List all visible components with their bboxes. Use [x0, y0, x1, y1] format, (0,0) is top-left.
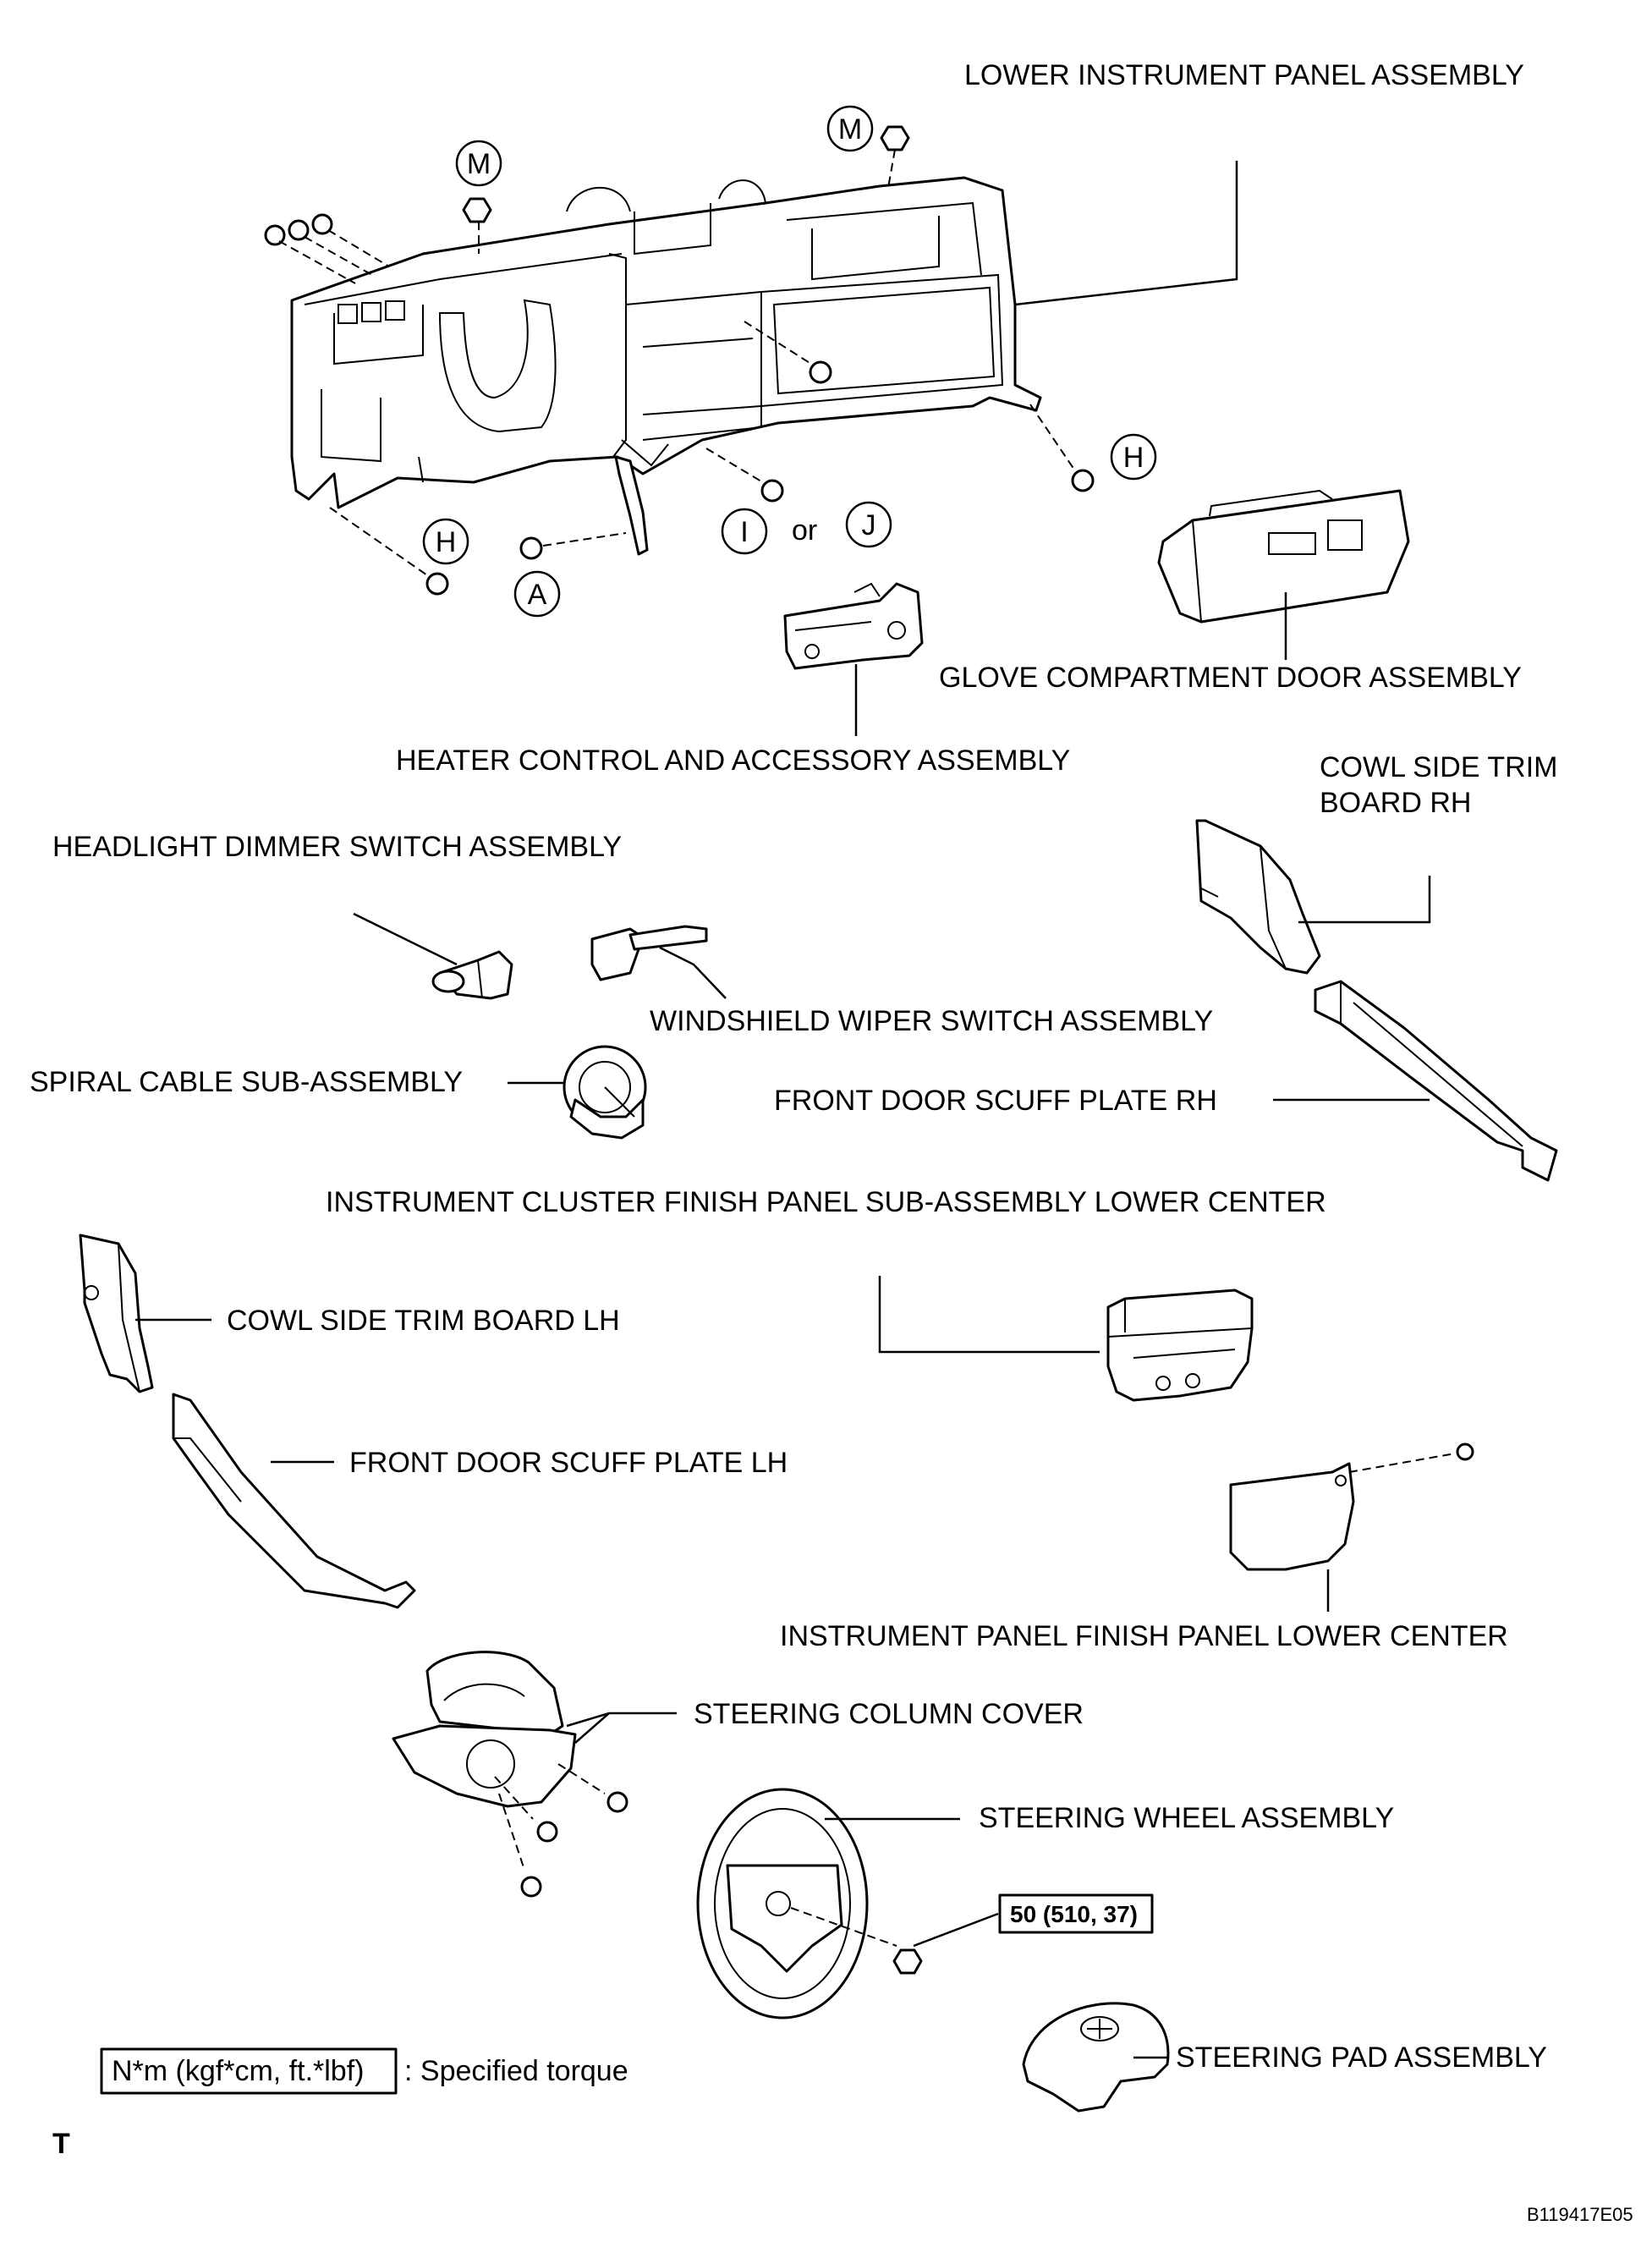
screw-column-cover-3-icon	[520, 1876, 542, 1898]
bolt-center-upper-icon	[809, 360, 832, 384]
or-text: or	[792, 514, 817, 547]
fastener-mark-h-left	[422, 518, 469, 565]
nut-m-left-icon	[462, 197, 492, 223]
fastener-mark-h-right	[1110, 433, 1157, 481]
glove-compartment-label: GLOVE COMPARTMENT DOOR ASSEMBLY	[939, 662, 1522, 694]
front-door-scuff-rh-drawing	[1314, 980, 1558, 1182]
torque-legend-units: N*m (kgf*cm, ft.*lbf)	[112, 2055, 364, 2087]
bolt-h-left-icon	[425, 572, 449, 596]
fastener-mark-i	[721, 508, 768, 555]
fastener-mark-a	[513, 570, 561, 618]
front-door-scuff-lh-drawing	[172, 1393, 416, 1609]
cowl-side-rh-leader	[1298, 876, 1431, 924]
torque-box	[998, 1893, 1154, 1934]
headlight-dimmer-leader	[353, 912, 458, 966]
windshield-wiper-leader	[659, 946, 727, 999]
windshield-wiper-label: WINDSHIELD WIPER SWITCH ASSEMBLY	[650, 1005, 1213, 1037]
front-door-scuff-rh-label: FRONT DOOR SCUFF PLATE RH	[774, 1085, 1217, 1117]
lower-instrument-panel-leader	[1014, 161, 1238, 306]
fastener-mark-j-letter: J	[862, 509, 876, 541]
bolt-a-icon	[519, 536, 543, 560]
screw-column-cover-2-icon	[606, 1791, 628, 1813]
panel-support-bracket	[614, 455, 649, 556]
cowl-side-lh-label: COWL SIDE TRIM BOARD LH	[227, 1305, 620, 1337]
steering-wheel-drawing	[696, 1788, 869, 2019]
fastener-mark-a-letter: A	[528, 579, 547, 611]
fastener-mark-j	[845, 501, 892, 548]
headlight-dimmer-drawing	[431, 950, 513, 1000]
fastener-mark-m-right-letter: M	[838, 113, 862, 146]
steering-wheel-label: STEERING WHEEL ASSEMBLY	[979, 1802, 1394, 1834]
fastener-mark-h-left-letter: H	[436, 526, 457, 558]
spiral-cable-label: SPIRAL CABLE SUB-ASSEMBLY	[30, 1066, 463, 1098]
screw-panel-finish-icon	[1456, 1442, 1474, 1461]
spiral-cable-drawing	[563, 1045, 647, 1140]
steering-column-cover-leader	[566, 1712, 677, 1728]
fastener-mark-i-letter: I	[740, 516, 748, 548]
steering-column-cover-drawing	[392, 1651, 577, 1808]
heater-control-label: HEATER CONTROL AND ACCESSORY ASSEMBLY	[396, 745, 1070, 777]
fastener-mark-m-left-letter: M	[467, 148, 491, 180]
instrument-panel-finish-drawing	[1229, 1462, 1355, 1571]
nut-m-right-icon	[880, 125, 910, 151]
fastener-mark-h-right-letter: H	[1123, 442, 1144, 474]
bolt-h-right-icon	[1071, 469, 1095, 492]
heater-control-drawing	[783, 582, 924, 670]
steering-pad-label: STEERING PAD ASSEMBLY	[1176, 2041, 1547, 2074]
figure-code: B119417E05	[1527, 2204, 1633, 2225]
instrument-cluster-finish-leader	[878, 1276, 1100, 1354]
cowl-side-rh-label-line1: COWL SIDE TRIM	[1320, 751, 1557, 783]
torque-legend-box	[100, 2047, 398, 2095]
screw-group-top-left-icon	[264, 213, 333, 246]
cowl-side-rh-label-line2: BOARD RH	[1320, 787, 1471, 819]
cowl-side-rh-drawing	[1195, 819, 1321, 975]
screw-column-cover-1-icon	[536, 1821, 558, 1843]
windshield-wiper-drawing	[590, 925, 708, 981]
front-door-scuff-lh-label: FRONT DOOR SCUFF PLATE LH	[349, 1447, 788, 1479]
lower-instrument-panel-drawing	[290, 176, 1042, 509]
instrument-cluster-finish-drawing	[1106, 1289, 1254, 1402]
instrument-cluster-finish-label: INSTRUMENT CLUSTER FINISH PANEL SUB-ASSE…	[326, 1186, 1326, 1218]
steering-pad-drawing	[1022, 2002, 1170, 2113]
cowl-side-lh-drawing	[79, 1234, 154, 1393]
instrument-panel-finish-label: INSTRUMENT PANEL FINISH PANEL LOWER CENT…	[780, 1620, 1508, 1652]
fastener-mark-m-right	[826, 105, 874, 152]
torque-legend-text: : Specified torque	[404, 2055, 628, 2087]
fastener-mark-m-left	[455, 140, 502, 187]
bolt-center-lower-icon	[760, 479, 784, 503]
headlight-dimmer-label: HEADLIGHT DIMMER SWITCH ASSEMBLY	[52, 831, 622, 863]
torque-value: 50 (510, 37)	[1010, 1901, 1138, 1927]
steering-wheel-nut-icon	[892, 1948, 923, 1975]
glove-compartment-door-drawing	[1157, 489, 1410, 624]
lower-instrument-panel-label: LOWER INSTRUMENT PANEL ASSEMBLY	[964, 59, 1524, 91]
steering-column-cover-label: STEERING COLUMN COVER	[694, 1698, 1084, 1730]
corner-letter: T	[52, 2128, 70, 2160]
